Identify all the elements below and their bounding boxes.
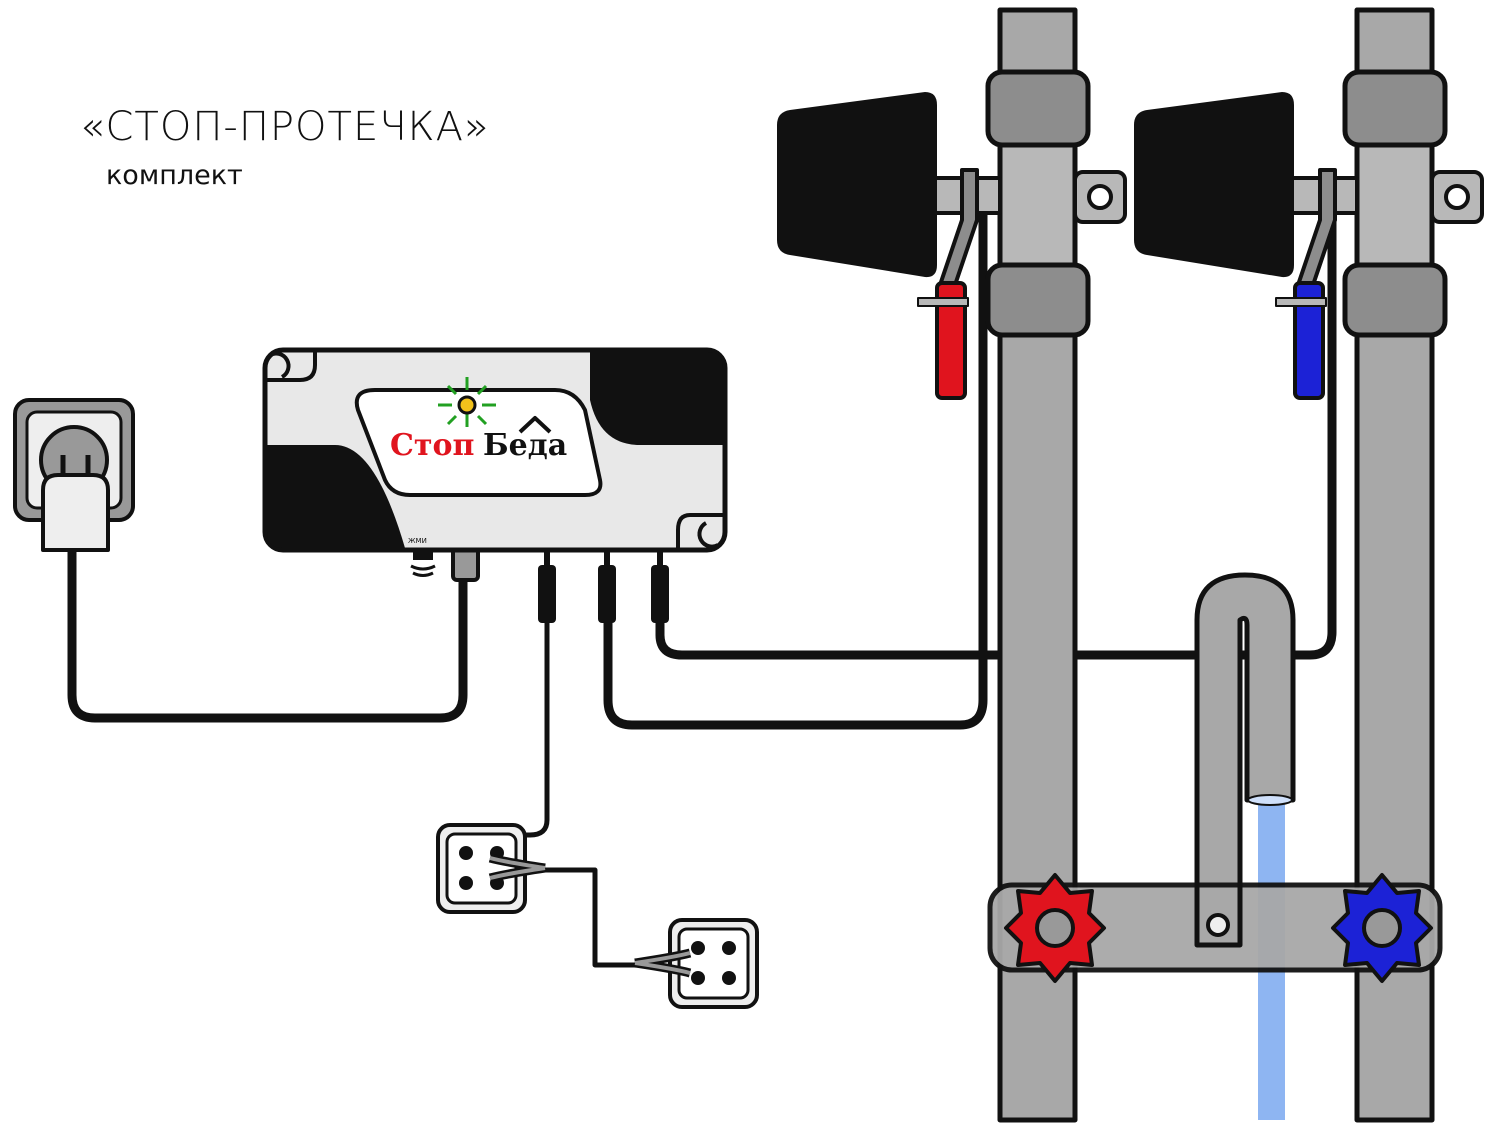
power-cable xyxy=(67,545,468,723)
valve-handle-cold[interactable] xyxy=(1275,281,1327,400)
power-plug[interactable] xyxy=(41,455,110,552)
test-button-label: ЖМИ xyxy=(408,537,427,545)
house-roof-icon xyxy=(518,416,552,434)
leak-sensor-2 xyxy=(634,918,759,1009)
sensor-cable-2 xyxy=(545,867,640,968)
wires xyxy=(67,215,1337,968)
sensor-cable-1 xyxy=(515,590,550,838)
brand-logo-beda: Беда xyxy=(483,428,567,463)
actuator-cold xyxy=(1134,92,1294,278)
controller-connectors xyxy=(451,543,669,623)
valve-bracket-cold xyxy=(1290,168,1484,287)
leak-sensor-1 xyxy=(436,823,546,914)
valve-cable-hot xyxy=(603,215,988,730)
valve-handle-hot[interactable] xyxy=(917,281,969,400)
cold-shutoff-knob[interactable] xyxy=(1331,873,1433,983)
left-riser-pipe xyxy=(985,7,1091,1123)
controller-unit xyxy=(262,347,728,553)
brand-logo-stop: Стоп xyxy=(390,428,474,463)
drain-u-pipe xyxy=(1194,572,1296,948)
valve-cable-cold xyxy=(655,215,1337,660)
status-led xyxy=(438,377,496,427)
kit-title: «СТОП-ПРОТЕЧКА» xyxy=(80,104,490,150)
hot-shutoff-knob[interactable] xyxy=(1004,873,1106,983)
actuator-hot xyxy=(777,92,937,278)
kit-subtitle: комплект xyxy=(106,160,243,191)
valve-bracket-hot xyxy=(933,168,1127,287)
